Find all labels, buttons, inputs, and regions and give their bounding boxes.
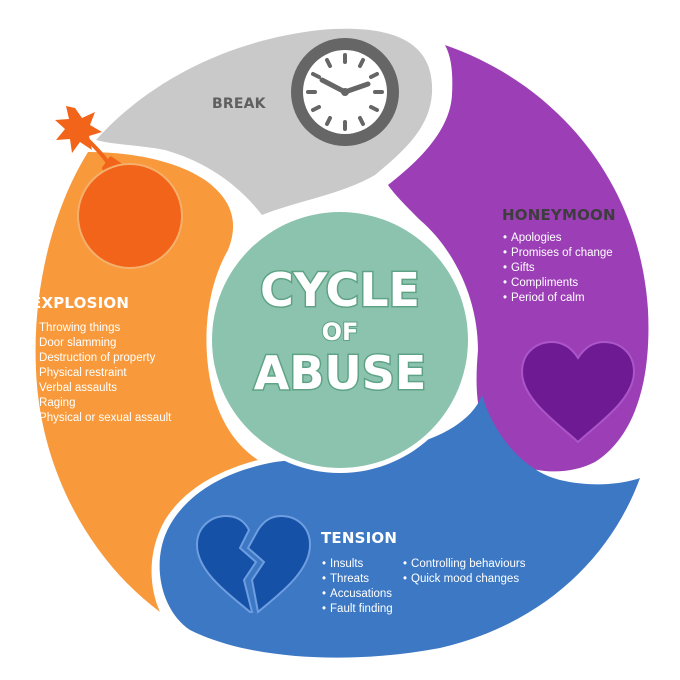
break-title: BREAK [212,96,266,112]
explosion-title: EXPLOSION [31,294,130,312]
list-item: Apologies [503,231,613,246]
list-item: Controlling behaviours [403,557,525,572]
broken-heart-icon [195,514,312,614]
list-item: Physical or sexual assault [31,411,171,426]
list-item: Accusations [322,587,393,602]
list-item: Insults [322,557,393,572]
clock-icon [291,38,399,146]
list-item: Throwing things [31,321,171,336]
list-item: Door slamming [31,336,171,351]
list-item: Destruction of property [31,351,171,366]
list-item: Raging [31,396,171,411]
center-title-line3: ABUSE [252,346,428,400]
list-item: Quick mood changes [403,572,525,587]
center-circle [212,212,468,468]
tension-title: TENSION [321,529,398,547]
list-item: Verbal assaults [31,381,171,396]
honeymoon-list: Apologies Promises of change Gifts Compl… [503,231,613,306]
center-title-line1: CYCLE [259,263,422,317]
list-item: Period of calm [503,291,613,306]
list-item: Threats [322,572,393,587]
list-item: Promises of change [503,246,613,261]
list-item: Compliments [503,276,613,291]
tension-list-right: Controlling behaviours Quick mood change… [403,557,525,587]
list-item: Physical restraint [31,366,171,381]
honeymoon-title: HONEYMOON [502,206,616,224]
bomb-icon [55,106,183,269]
heart-icon [520,340,636,444]
tension-list-left: Insults Threats Accusations Fault findin… [322,557,393,617]
center-title-line2: OF [321,317,360,347]
explosion-list: Throwing things Door slamming Destructio… [31,321,171,426]
list-item: Fault finding [322,602,393,617]
list-item: Gifts [503,261,613,276]
